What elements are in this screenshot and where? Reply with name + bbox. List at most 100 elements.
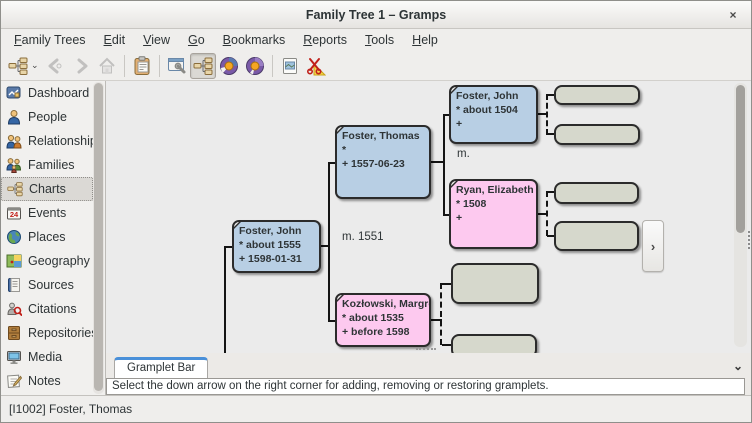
dashed-connector xyxy=(546,94,548,135)
sidebar-item-dashboard[interactable]: Dashboard xyxy=(1,81,93,105)
monitor-icon xyxy=(7,351,21,364)
chevron-down-icon[interactable]: ⌄ xyxy=(732,359,743,373)
empty-person-box[interactable] xyxy=(451,334,537,353)
menu-edit[interactable]: Edit xyxy=(103,33,126,47)
sidebar-item-sources[interactable]: Sources xyxy=(1,273,93,297)
person-name: Kozłowski, Margret xyxy=(342,298,431,310)
dashed-connector xyxy=(538,213,547,215)
sidebar-item-relationships[interactable]: Relationships xyxy=(1,129,103,153)
connector-line xyxy=(328,162,336,164)
canvas-scrollbar[interactable] xyxy=(734,83,747,347)
empty-person-box[interactable] xyxy=(451,263,539,304)
descendant-line xyxy=(224,246,226,353)
screenshot-button[interactable] xyxy=(303,53,329,79)
sidebar-item-label: Dashboard xyxy=(28,86,90,100)
close-icon[interactable]: × xyxy=(729,8,737,22)
marriage-label-grandparents: m. xyxy=(457,148,470,160)
family-icon xyxy=(6,158,22,173)
chevron-right-icon: › xyxy=(650,238,656,254)
configure-icon xyxy=(167,57,186,73)
print-icon xyxy=(282,57,297,74)
menu-tools[interactable]: Tools xyxy=(364,33,395,47)
full-fan-chart-button[interactable] xyxy=(242,53,268,79)
print-button[interactable] xyxy=(277,53,303,79)
forward-button[interactable] xyxy=(68,53,94,79)
dashed-connector xyxy=(440,283,442,345)
sidebar-item-notes[interactable]: Notes xyxy=(1,369,93,393)
back-button[interactable] xyxy=(42,53,68,79)
person-box-grandmother[interactable]: Ryan, Elizabeth * 1508 + xyxy=(449,179,538,249)
connector-line xyxy=(328,162,330,322)
empty-person-box[interactable] xyxy=(554,221,639,251)
canvas-scrollbar-thumb[interactable] xyxy=(736,85,745,233)
empty-person-box[interactable] xyxy=(554,182,639,204)
sidebar-item-label: Relationships xyxy=(28,134,104,148)
expand-right-button[interactable]: › xyxy=(642,220,664,272)
person-name: Foster, John xyxy=(456,90,519,102)
connector-line xyxy=(442,283,451,285)
connector-line xyxy=(442,344,451,346)
person-icon xyxy=(7,110,21,125)
connector-line xyxy=(321,245,330,247)
sidebar-item-citations[interactable]: Citations xyxy=(1,297,93,321)
globe-icon xyxy=(7,230,21,244)
two-people-icon xyxy=(6,134,22,149)
navigator-sidebar: Dashboard People Relationships Families … xyxy=(1,81,106,395)
menu-bookmarks[interactable]: Bookmarks xyxy=(222,33,286,47)
calendar-icon: 24 xyxy=(7,207,21,220)
menu-go[interactable]: Go xyxy=(187,33,205,47)
configure-view-button[interactable] xyxy=(164,53,190,79)
chevron-down-icon[interactable]: ⌄ xyxy=(31,60,39,70)
title-bar: Family Tree 1 – Gramps × xyxy=(1,1,751,29)
right-pane: Foster, John * about 1555 + 1598-01-31 F… xyxy=(106,81,751,395)
person-box-active[interactable]: Foster, John * about 1555 + 1598-01-31 xyxy=(232,220,321,273)
fan-chart-button[interactable] xyxy=(216,53,242,79)
menu-view[interactable]: View xyxy=(143,33,170,47)
pedigree-icon xyxy=(7,182,23,197)
person-death: + before 1598 xyxy=(342,326,410,339)
connector-line xyxy=(431,161,445,163)
sidebar-item-label: Repositories xyxy=(28,326,98,340)
fan-chart-icon xyxy=(219,56,238,75)
menu-reports[interactable]: Reports xyxy=(303,33,347,47)
person-death: + xyxy=(456,212,463,225)
menu-family-trees[interactable]: Family Trees xyxy=(14,33,86,47)
dashboard-icon xyxy=(6,86,21,99)
person-box-grandfather[interactable]: Foster, John * about 1504 + xyxy=(449,85,538,144)
status-text: [I1002] Foster, Thomas xyxy=(9,402,133,416)
cabinet-icon xyxy=(8,326,20,340)
view-switcher-button[interactable] xyxy=(5,53,31,79)
svg-text:24: 24 xyxy=(10,210,19,219)
home-button[interactable] xyxy=(94,53,120,79)
person-name: Ryan, Elizabeth xyxy=(456,184,534,196)
sidebar-item-label: People xyxy=(28,110,67,124)
home-icon xyxy=(98,57,115,73)
person-death: + xyxy=(456,118,463,131)
sidebar-item-charts[interactable]: Charts xyxy=(1,177,93,201)
pedigree-canvas: Foster, John * about 1555 + 1598-01-31 F… xyxy=(106,81,751,353)
person-box-father[interactable]: Foster, Thomas * + 1557-06-23 xyxy=(335,125,431,199)
sidebar-scrollbar[interactable] xyxy=(93,82,104,394)
connector-line xyxy=(547,235,554,237)
sidebar-item-people[interactable]: People xyxy=(1,105,93,129)
sidebar-item-repositories[interactable]: Repositories xyxy=(1,321,97,345)
connector-line xyxy=(443,114,445,216)
sidebar-item-geography[interactable]: Geography xyxy=(1,249,93,273)
clipboard-button[interactable] xyxy=(129,53,155,79)
gramplet-tab[interactable]: Gramplet Bar xyxy=(114,357,209,378)
sidebar-item-families[interactable]: Families xyxy=(1,153,93,177)
pedigree-view-button[interactable] xyxy=(189,52,216,79)
person-box-mother[interactable]: Kozłowski, Margret * about 1535 + before… xyxy=(335,293,431,347)
sidebar-item-places[interactable]: Places xyxy=(1,225,93,249)
citation-icon xyxy=(7,302,22,316)
sidebar-item-media[interactable]: Media xyxy=(1,345,93,369)
sidebar-item-events[interactable]: 24 Events xyxy=(1,201,93,225)
empty-person-box[interactable] xyxy=(554,85,640,105)
toolbar: ⌄ xyxy=(1,51,751,81)
empty-person-box[interactable] xyxy=(554,124,640,145)
dashed-connector xyxy=(546,191,548,236)
menu-help[interactable]: Help xyxy=(412,33,438,47)
sidebar-item-label: Events xyxy=(28,206,67,220)
sidebar-scrollbar-thumb[interactable] xyxy=(94,83,103,391)
